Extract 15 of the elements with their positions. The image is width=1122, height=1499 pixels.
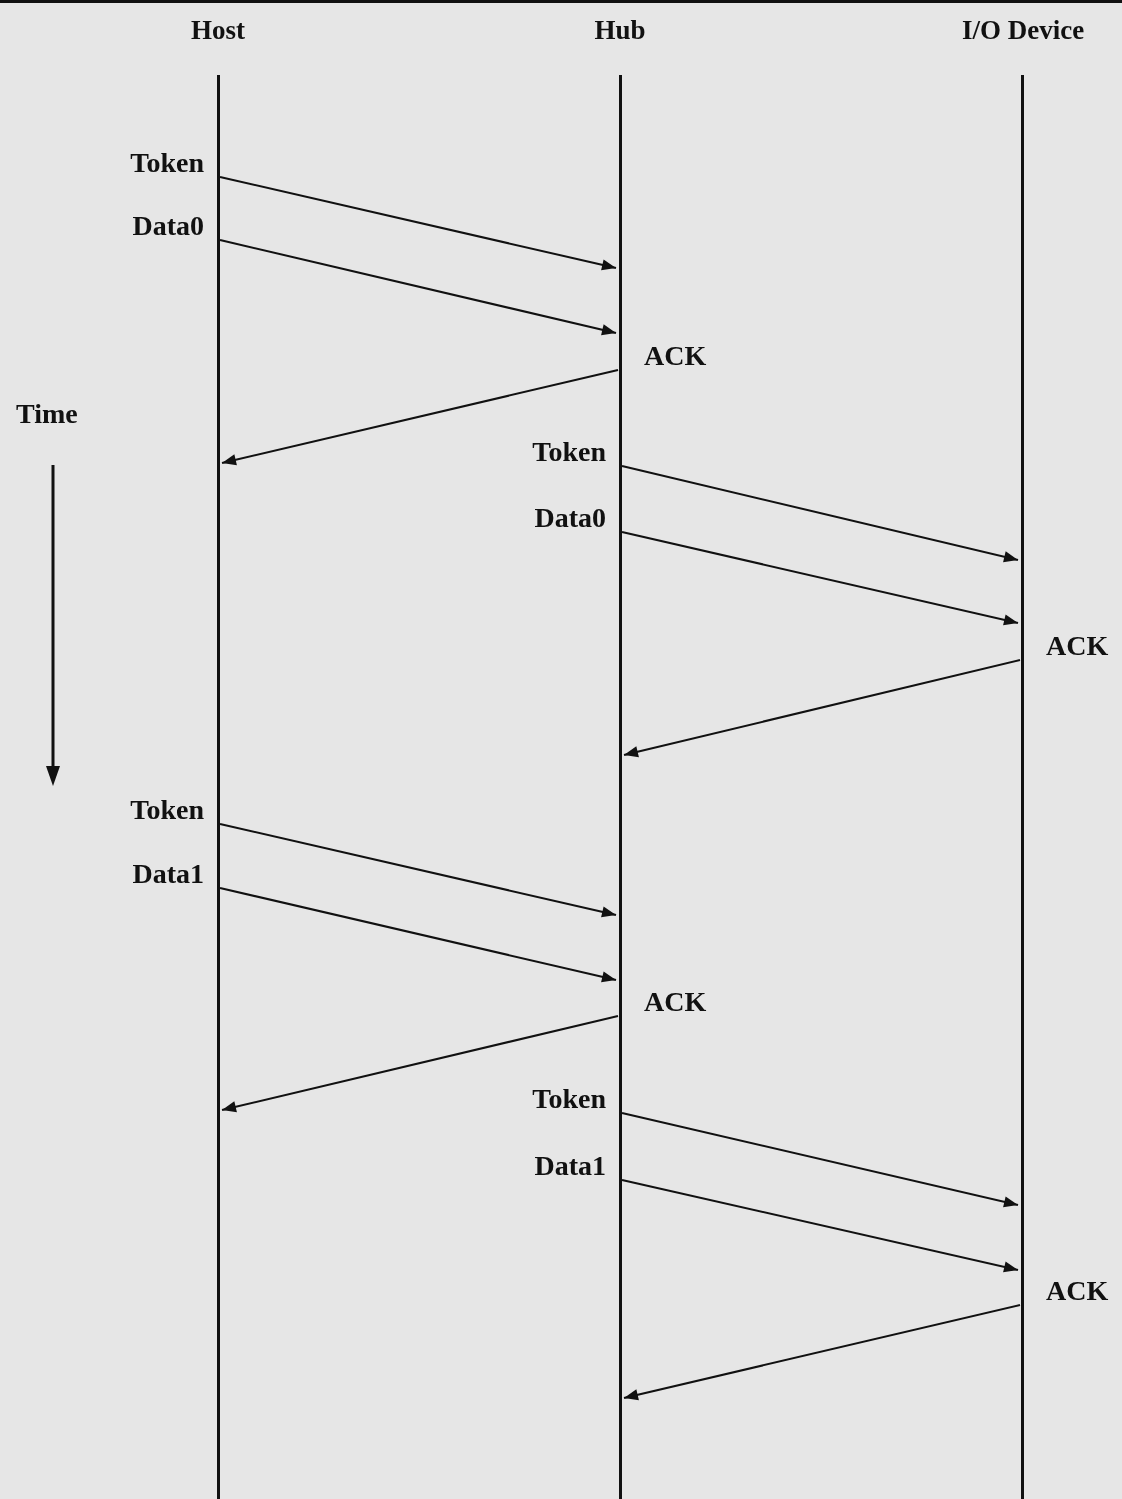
arrow [219, 239, 617, 336]
arrow [621, 1112, 1019, 1208]
arrow [221, 369, 619, 466]
arrow [621, 1179, 1019, 1273]
arrow [621, 465, 1019, 563]
arrow [219, 887, 617, 983]
arrow [221, 1015, 619, 1113]
arrow [219, 823, 617, 918]
participant-label: Hub [593, 15, 647, 46]
participant-label: Host [190, 15, 246, 46]
arrow [219, 176, 617, 271]
arrow [623, 1304, 1021, 1401]
arrow [621, 531, 1019, 626]
arrow [623, 659, 1021, 758]
participant-label: I/O Device [962, 15, 1082, 46]
